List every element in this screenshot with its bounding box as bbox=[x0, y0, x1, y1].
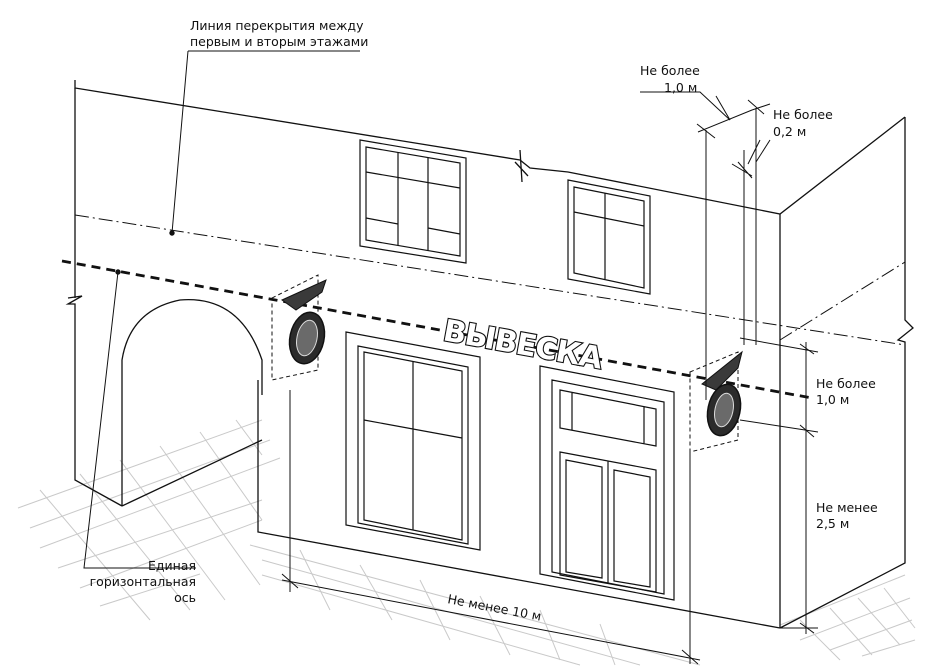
max-1m-top-label-1: Не более bbox=[640, 63, 700, 78]
floor-line-label-2: первым и вторым этажами bbox=[190, 34, 368, 49]
floor-division-line bbox=[74, 214, 906, 346]
window-upper-right bbox=[567, 179, 651, 295]
entrance-door bbox=[539, 365, 675, 601]
projecting-sign-left bbox=[271, 274, 327, 381]
floor-line-label-1: Линия перекрытия между bbox=[190, 18, 364, 33]
min-10m-label: Не менее 10 м bbox=[446, 591, 542, 624]
max-02m-label-2: 0,2 м bbox=[773, 124, 806, 139]
building bbox=[65, 80, 914, 629]
window-ground bbox=[345, 331, 481, 551]
max-1m-side-label-1: Не более bbox=[816, 376, 876, 391]
sign-text: ВЫВЕСКА bbox=[441, 313, 606, 376]
dimension-lines bbox=[281, 91, 819, 665]
max-1m-top-label-2: 1,0 м bbox=[664, 80, 697, 95]
axis-label-3: ось bbox=[174, 590, 196, 605]
max-1m-side-label-2: 1,0 м bbox=[816, 392, 849, 407]
axis-label-1: Единая bbox=[148, 558, 196, 573]
leader-lines bbox=[83, 50, 360, 569]
projecting-sign-right bbox=[689, 350, 743, 453]
horizontal-axis-line bbox=[61, 259, 813, 400]
max-02m-label-1: Не более bbox=[773, 107, 833, 122]
axis-label-2: горизонтальная bbox=[90, 574, 196, 589]
window-upper-left bbox=[359, 139, 467, 264]
min-25m-label-2: 2,5 м bbox=[816, 516, 849, 531]
min-25m-label-1: Не менее bbox=[816, 500, 878, 515]
